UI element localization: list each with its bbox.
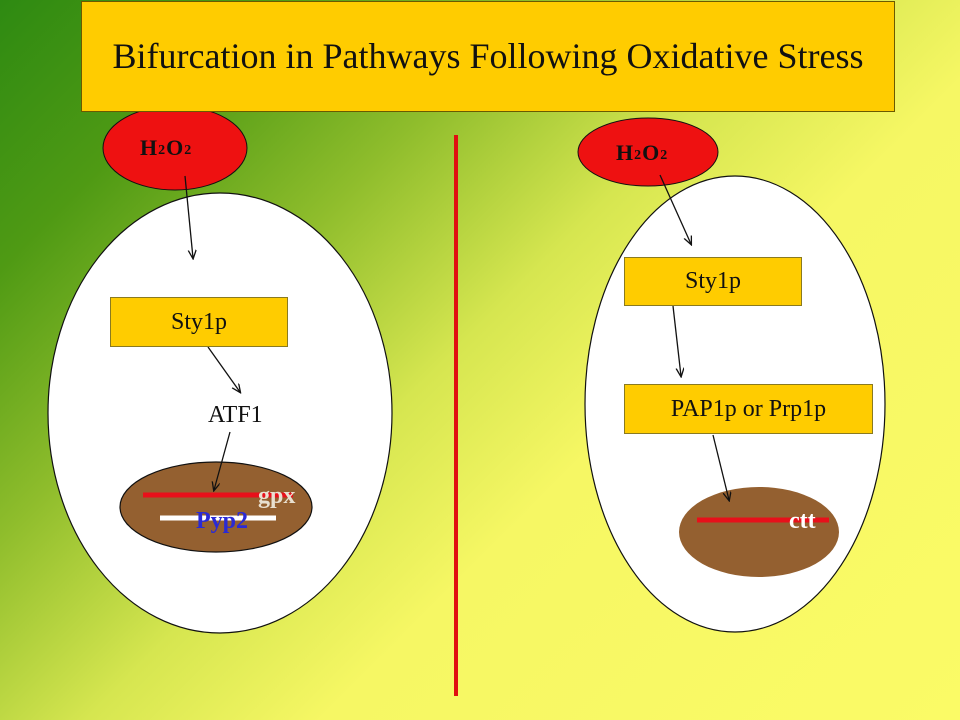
left-nucleus [119, 461, 313, 553]
right-nucleus [679, 487, 839, 577]
right-stimulus-oval [577, 117, 719, 187]
left-kinase-box: Sty1p [110, 297, 288, 347]
slide-title: Bifurcation in Pathways Following Oxidat… [81, 1, 895, 112]
left-transcription-factor: ATF1 [208, 402, 263, 428]
right-kinase-box: Sty1p [624, 257, 802, 306]
left-gene-label-gpx: gpx [258, 483, 296, 509]
left-gene-label-pyp2: Pyp2 [196, 508, 249, 534]
right-gene-label-ctt: ctt [789, 508, 816, 534]
right-transcription-factor-box: PAP1p or Prp1p [624, 384, 873, 434]
right-arrow-sty1p-to-pap1p [672, 305, 681, 376]
right-arrow-h2o2-to-sty1p [659, 174, 691, 244]
left-arrow-sty1p-to-atf1 [207, 346, 240, 392]
right-arrow-pap1p-to-gene [712, 434, 729, 500]
left-arrow-atf1-to-gene [214, 431, 231, 490]
left-arrow-h2o2-to-sty1p [184, 175, 193, 258]
